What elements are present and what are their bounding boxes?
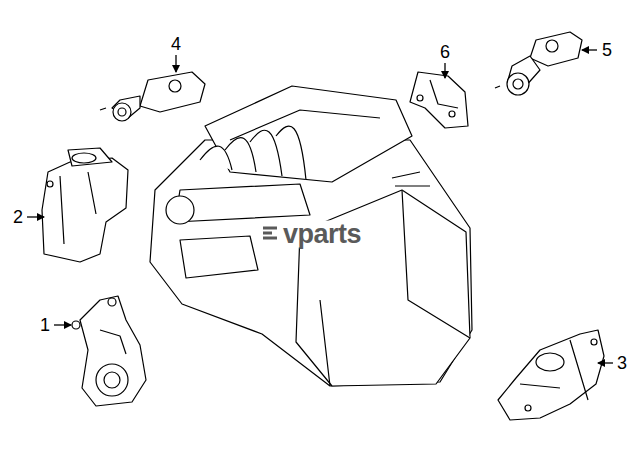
callout-number: 5 [602,41,612,59]
watermark: vparts [281,221,363,248]
callout-number: 3 [617,354,627,372]
logo-icon [262,226,278,242]
callout-number: 2 [13,208,23,226]
callout-number: 6 [440,43,450,61]
callout-number: 4 [171,35,181,53]
callout-number: 1 [40,316,50,334]
